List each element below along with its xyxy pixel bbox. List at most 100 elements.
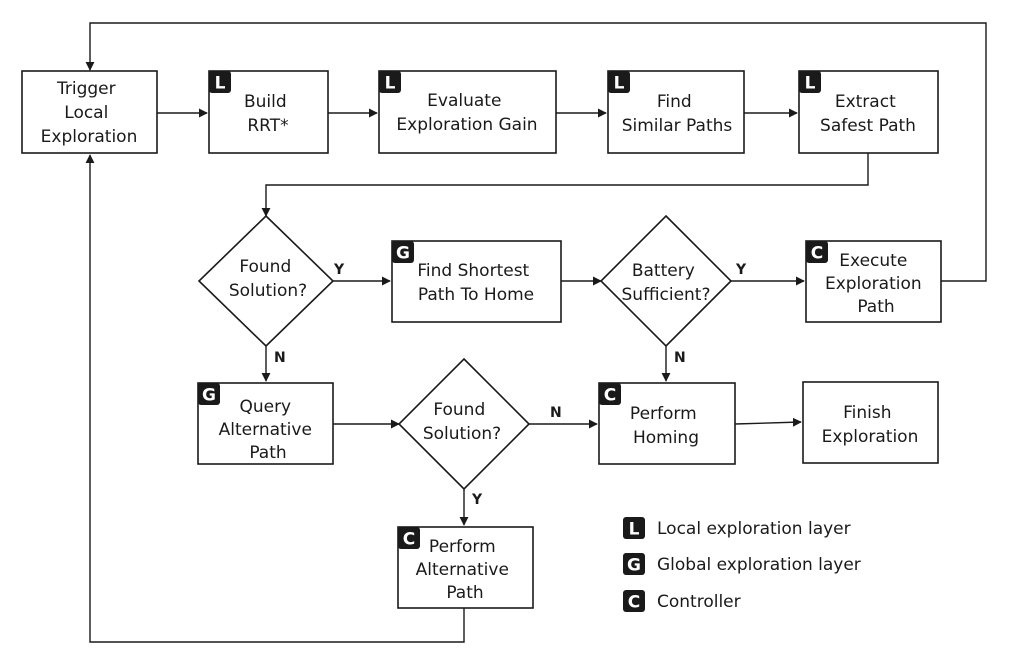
node-label: Trigger Local Exploration (41, 79, 138, 147)
svg-text:G: G (627, 556, 641, 576)
label-line: RRT* (247, 116, 288, 136)
svg-text:C: C (604, 386, 616, 406)
label-line: Local (64, 103, 108, 123)
badge-local-icon: L (799, 71, 821, 94)
label-line: Exploration (41, 127, 138, 147)
node-find-similar-paths: L Find Similar Paths (607, 70, 745, 154)
decision-battery-sufficient: Battery Sufficient? (599, 214, 733, 348)
node-execute-exploration-path: C Execute Exploration Path (805, 240, 942, 323)
node-finish-exploration: Finish Exploration (802, 381, 939, 464)
legend-item-controller: C Controller (623, 590, 741, 613)
badge-local-icon: L (608, 71, 630, 94)
battery-no-label: N (674, 350, 686, 366)
svg-text:L: L (805, 74, 816, 94)
label-line: Query (239, 397, 291, 417)
decision-diamond (397, 357, 531, 491)
label-line: Trigger (56, 79, 116, 99)
svg-text:L: L (614, 74, 625, 94)
node-box (798, 70, 939, 154)
label-line: Similar Paths (622, 116, 733, 136)
node-perform-alternative-path: C Perform Alternative Path (397, 526, 534, 609)
legend-item-local: L Local exploration layer (623, 517, 851, 540)
node-box (802, 381, 939, 464)
svg-text:L: L (385, 74, 396, 94)
node-box (805, 240, 942, 323)
edge-labels: Y N Y N N Y (274, 262, 747, 508)
badge-global-icon: G (392, 241, 414, 264)
label-line: Evaluate (427, 91, 501, 111)
badge-controller-icon: C (806, 241, 828, 264)
node-perform-homing: C Perform Homing (598, 382, 736, 465)
label-line: Battery (632, 261, 695, 281)
node-box (197, 382, 334, 465)
badge-controller-icon: C (398, 527, 420, 550)
found2-yes-label: Y (471, 492, 483, 508)
node-box (378, 70, 557, 154)
edge-homing-to-finish (734, 417, 802, 427)
node-label: Execute Exploration Path (825, 251, 927, 317)
node-label: Extract Safest Path (820, 92, 916, 136)
found1-yes-label: Y (333, 262, 345, 278)
badge-local-icon: L (209, 71, 231, 94)
node-box (391, 240, 562, 323)
label-line: Find Shortest (417, 261, 529, 281)
label-line: Sufficient? (622, 285, 711, 305)
node-box (21, 70, 158, 154)
found1-no-label: N (274, 350, 286, 366)
label-line: Extract (835, 92, 896, 112)
decision-diamond (197, 214, 335, 348)
node-label: Perform Alternative Path (416, 537, 515, 603)
edges (85, 22, 987, 643)
node-label: Build RRT* (244, 92, 292, 136)
decision-found-solution-2: Found Solution? (397, 357, 531, 491)
node-extract-safest-path: L Extract Safest Path (798, 70, 939, 154)
edge-execute-loop (85, 22, 987, 282)
node-label: Evaluate Exploration Gain (396, 91, 537, 135)
edge-extract-to-found1 (261, 153, 869, 217)
node-box (598, 382, 736, 465)
legend-label: Local exploration layer (657, 519, 851, 539)
decision-found-solution-1: Found Solution? (197, 214, 335, 348)
label-line: Alternative (219, 420, 312, 440)
badge-local-icon: L (379, 71, 401, 94)
node-trigger-local-exploration: Trigger Local Exploration (21, 70, 158, 154)
label-line: Exploration (825, 274, 922, 294)
label-line: Path (446, 583, 483, 603)
found2-no-label: N (550, 405, 562, 421)
decision-diamond (599, 214, 733, 348)
label-line: Path To Home (418, 285, 534, 305)
label-line: Perform (429, 537, 496, 557)
legend-badge-icon: C (623, 590, 645, 613)
label-line: Build (244, 92, 287, 112)
label-line: Path (857, 297, 894, 317)
label-line: Homing (633, 428, 699, 448)
legend: L Local exploration layer G Global explo… (623, 517, 861, 613)
label-line: Execute (839, 251, 907, 271)
edge-perform-alt-loop (85, 154, 465, 643)
label-line: Found (239, 257, 291, 277)
node-box (607, 70, 745, 154)
svg-text:L: L (629, 520, 640, 540)
label-line: Exploration (822, 427, 919, 447)
badge-global-icon: G (198, 383, 220, 406)
label-line: Solution? (423, 424, 501, 444)
label-line: Safest Path (820, 116, 916, 136)
badge-controller-icon: C (599, 383, 621, 406)
decision-label: Found Solution? (229, 257, 307, 301)
node-label: Perform Homing (630, 404, 702, 448)
node-build-rrt: L Build RRT* (208, 70, 329, 154)
svg-text:C: C (811, 244, 823, 264)
legend-item-global: G Global exploration layer (623, 553, 861, 576)
svg-text:L: L (215, 74, 226, 94)
node-find-shortest-path-home: G Find Shortest Path To Home (391, 240, 562, 323)
label-line: Alternative (416, 560, 509, 580)
legend-badge-icon: G (623, 553, 645, 576)
node-label: Finish Exploration (822, 403, 919, 447)
label-line: Found (433, 400, 485, 420)
svg-text:C: C (403, 530, 415, 550)
node-box (397, 526, 534, 609)
label-line: Exploration Gain (396, 115, 537, 135)
node-label: Query Alternative Path (219, 397, 318, 463)
label-line: Find (657, 92, 692, 112)
